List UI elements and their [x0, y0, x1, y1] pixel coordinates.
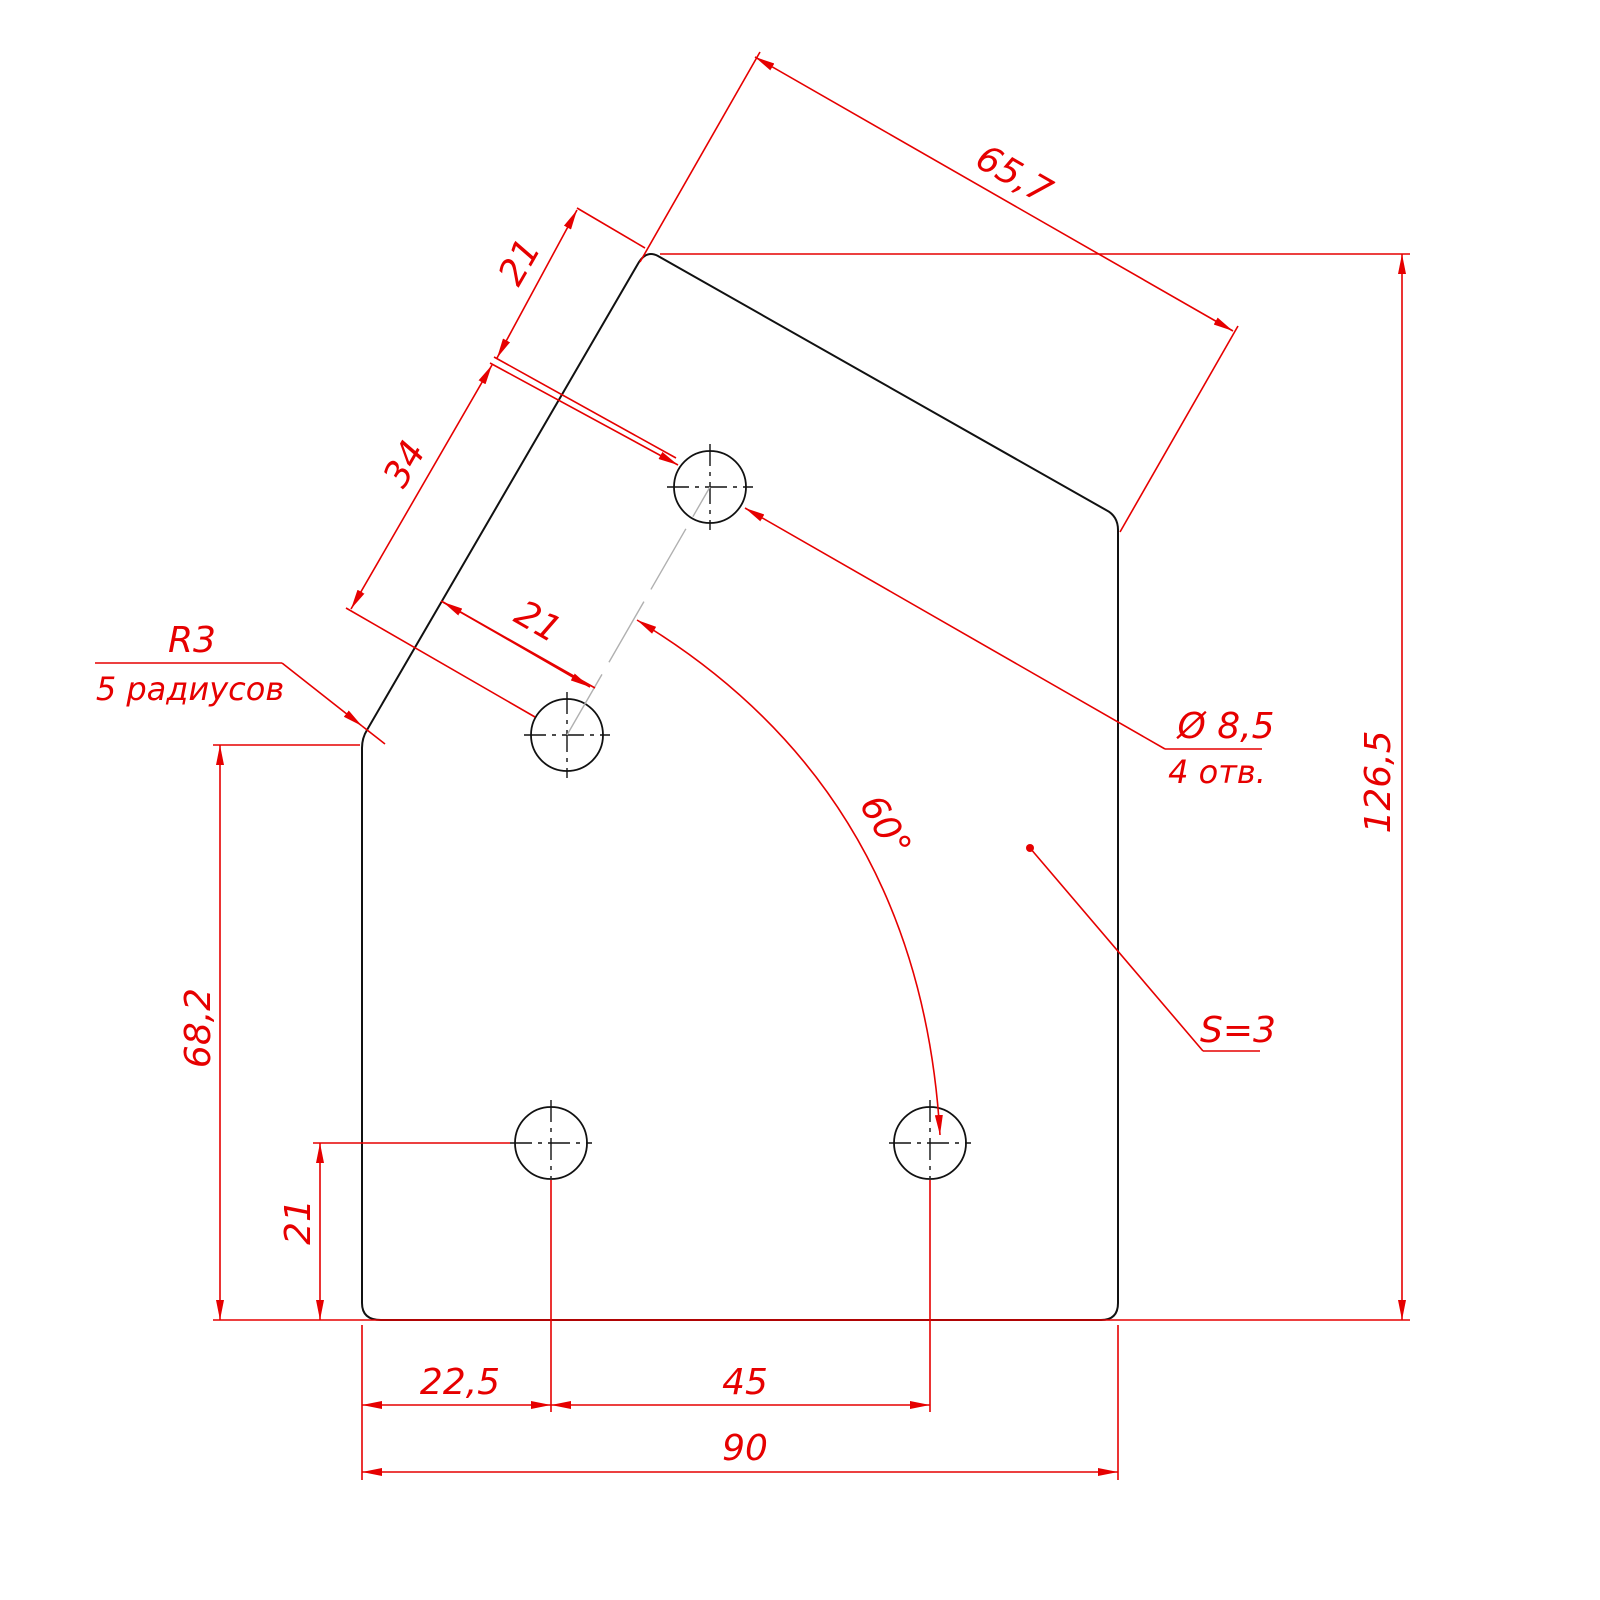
hole-axis-line — [566, 486, 711, 736]
dim-side-height: 68,2 — [178, 988, 219, 1068]
thickness-callout: S=3 — [1200, 1010, 1276, 1051]
hole-count-callout: 4 отв. — [1168, 753, 1266, 791]
part-outline — [361, 253, 1119, 1321]
dim-slanted-spacing: 34 — [376, 434, 434, 494]
hole-diameter-callout: Ø 8,5 — [1175, 706, 1274, 747]
dim-angle: 60° — [851, 788, 918, 864]
dim-overall-height: 126,5 — [1358, 730, 1399, 833]
dim-slanted-hole-spacing: 21 — [508, 593, 568, 651]
dim-top-edge-length: 65,7 — [969, 137, 1059, 213]
dim-hole-spacing-x: 45 — [722, 1362, 768, 1403]
dimension-lines — [95, 56, 1406, 1476]
dim-hole-offset-x: 22,5 — [420, 1362, 500, 1403]
dim-hole-offset-y: 21 — [278, 1199, 319, 1245]
hole-bottom-right — [889, 1100, 971, 1180]
radius-note: 5 радиусов — [96, 670, 284, 708]
dim-slanted-offset-top: 21 — [491, 232, 549, 292]
hole-bottom-left — [510, 1100, 592, 1180]
dim-overall-width: 90 — [722, 1428, 768, 1469]
radius-value: R3 — [168, 620, 216, 661]
